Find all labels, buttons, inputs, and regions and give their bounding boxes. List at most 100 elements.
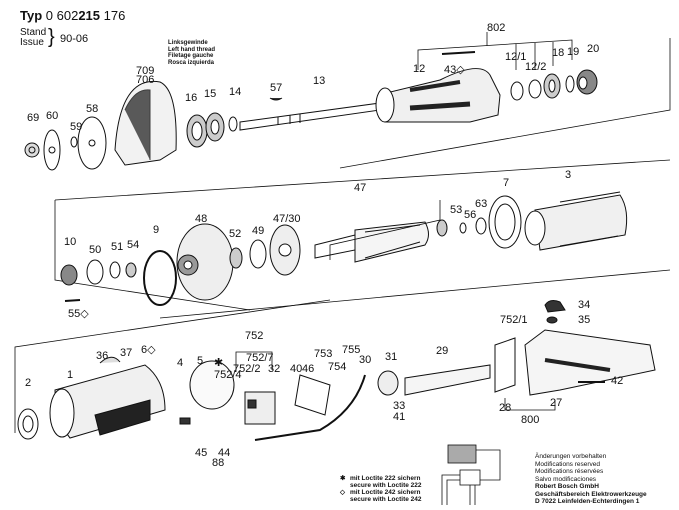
label-69: 69 (27, 112, 40, 124)
label-30: 30 (359, 354, 372, 366)
label-55: 55◇ (68, 309, 89, 320)
label-12-2: 12/2 (525, 61, 547, 73)
typ-prefix: 0 602 (45, 8, 79, 23)
part-57-key (269, 97, 283, 101)
label-19: 19 (567, 46, 580, 58)
label-46: 46 (302, 363, 315, 375)
bracket-800 (504, 398, 556, 411)
part-13-spindle (239, 102, 381, 131)
part-52-bearing (229, 247, 243, 269)
model-type: Typ 0 602215 176 (20, 8, 125, 23)
part-4-clip (179, 417, 191, 425)
label-752-4-text: 752/4 (214, 369, 242, 381)
note-es: Rosca izquierda (168, 59, 215, 66)
label-5: 5 (197, 355, 204, 367)
part-34-knob (544, 300, 566, 313)
legend-222-en: secure with Loctite 222 (350, 482, 422, 489)
part-9-oring (143, 250, 177, 306)
label-752-2: 752/2 (233, 363, 261, 375)
footer-notice: Änderungen vorbehalten Modifications res… (535, 453, 647, 506)
part-51-ring (109, 261, 121, 279)
part-58-flange (77, 116, 107, 170)
label-20: 20 (587, 43, 600, 55)
part-7-baffle (488, 195, 522, 249)
part-709-guard (114, 80, 177, 166)
label-13: 13 (313, 75, 326, 87)
note-de: Linksgewinde (168, 40, 208, 46)
loctite-222-icon: ✱ (340, 475, 346, 482)
legend-242-en: secure with Loctite 242 (350, 496, 422, 503)
part-48-bearing-plate (176, 223, 234, 301)
bracket-47 (329, 200, 441, 260)
label-42: 42 (611, 375, 624, 387)
typ-label: Typ (20, 8, 43, 23)
label-29: 29 (436, 345, 449, 357)
legend-item-222: ✱mit Loctite 222 sichern (340, 475, 422, 482)
label-6: 6◇ (141, 345, 156, 356)
label-754: 754 (328, 361, 347, 373)
part-55-screw (64, 299, 81, 302)
company-name: Robert Bosch GmbH (535, 483, 599, 490)
part-50-plate (86, 259, 104, 285)
legend-242-en-row: secure with Loctite 242 (340, 496, 422, 503)
loctite-legend: ✱mit Loctite 222 sichern secure with Loc… (340, 475, 422, 503)
label-57: 57 (270, 82, 283, 94)
part-36-cover (99, 356, 121, 364)
typ-suffix: 176 (103, 8, 126, 23)
label-53: 53 (450, 204, 463, 216)
part-12-1-ring (510, 81, 524, 101)
frame-row1 (339, 38, 671, 169)
part-14-ring (228, 116, 238, 132)
label-49: 49 (252, 225, 265, 237)
part-56-washer (459, 222, 467, 234)
part-18-bearing (543, 73, 561, 99)
label-27: 27 (550, 397, 563, 409)
loctite-242-icon: ◇ (147, 344, 156, 356)
part-60-flange (43, 129, 61, 171)
loctite-242-icon: ◇ (456, 64, 465, 76)
label-3: 3 (565, 169, 572, 181)
frame-row2-bottom (159, 269, 671, 319)
label-34: 34 (578, 299, 591, 311)
part-1-housing (49, 364, 166, 439)
label-12: 12 (413, 63, 426, 75)
label-51: 51 (111, 241, 124, 253)
part-19-ring (565, 75, 575, 93)
label-40: 40 (290, 363, 303, 375)
frame-row3 (14, 299, 331, 433)
label-14: 14 (229, 86, 242, 98)
label-60: 60 (46, 110, 59, 122)
label-28: 28 (499, 402, 512, 414)
note-de: Änderungen vorbehalten (535, 453, 607, 460)
label-9: 9 (153, 224, 160, 236)
label-752-7: 752/7 (246, 352, 274, 364)
stand-label: Stand (20, 27, 47, 38)
note-es: Salvo modificaciones (535, 475, 597, 483)
label-802: 802 (487, 22, 506, 34)
part-10-pinion (60, 264, 78, 286)
label-753: 753 (314, 348, 333, 360)
label-4: 4 (177, 357, 184, 369)
part-30-cable (254, 374, 366, 441)
brace-icon: } (48, 26, 55, 48)
legend-222-en-row: secure with Loctite 222 (340, 482, 422, 489)
label-7: 7 (503, 177, 510, 189)
label-31: 31 (385, 351, 398, 363)
label-56: 56 (464, 209, 477, 221)
label-2: 2 (25, 377, 32, 389)
part-15-bearing (205, 112, 225, 142)
label-48: 48 (195, 213, 208, 225)
frame-row2-top (54, 159, 671, 201)
label-800: 800 (521, 414, 540, 426)
label-706: 706 (136, 74, 155, 86)
label-18: 18 (552, 47, 565, 59)
part-53-bearing (436, 219, 448, 237)
typ-bold: 215 (78, 8, 101, 23)
label-47-30: 47/30 (273, 213, 301, 225)
label-10: 10 (64, 236, 77, 248)
label-752-4: ✱752/4 (214, 358, 242, 381)
part-12-housing (375, 68, 501, 123)
label-41: 41 (393, 411, 406, 423)
label-43-text: 43 (444, 64, 457, 76)
